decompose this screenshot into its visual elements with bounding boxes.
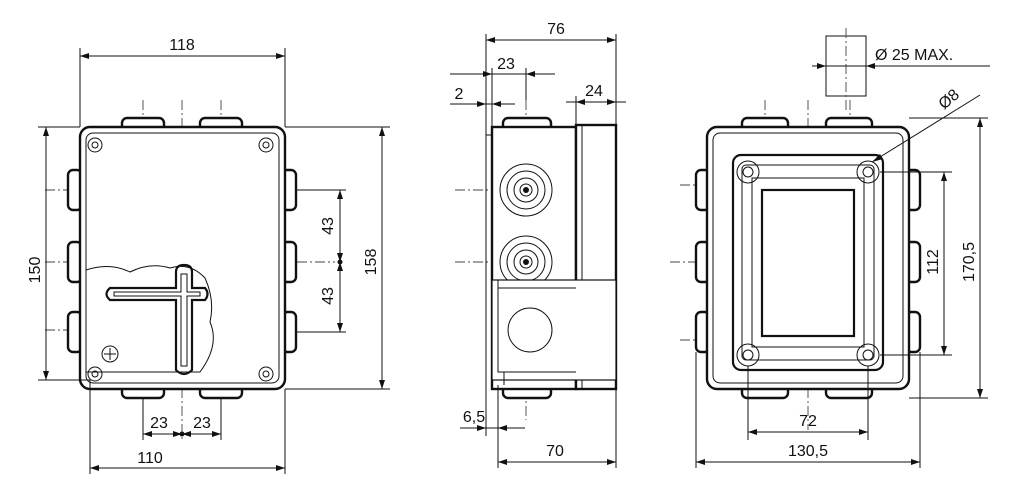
dim-front-height-outer: 158 bbox=[363, 249, 380, 276]
dim-entry-spacing-top: 43 bbox=[320, 217, 337, 235]
dim-base-width: 110 bbox=[137, 450, 163, 467]
dim-rear-height: 170,5 bbox=[961, 242, 978, 282]
dim-offset-6-5: 6,5 bbox=[463, 409, 485, 426]
dim-mount-horizontal: 72 bbox=[799, 413, 817, 430]
dim-cable-diameter: Ø 25 MAX. bbox=[875, 47, 953, 64]
dim-offset-23: 23 bbox=[497, 56, 515, 73]
dim-hole-diameter: Ø8 bbox=[936, 86, 963, 113]
dim-bottom-spacing-left: 23 bbox=[150, 415, 168, 432]
dim-base-depth: 70 bbox=[546, 443, 564, 460]
side-view: 76 23 2 24 6,5 70 bbox=[450, 21, 626, 468]
dim-front-width: 118 bbox=[169, 37, 195, 54]
dim-lid-24: 24 bbox=[585, 83, 603, 100]
front-view: 118 158 43 43 150 23 23 110 bbox=[27, 37, 390, 474]
dim-mount-vertical: 112 bbox=[925, 249, 942, 275]
rear-view: Ø 25 MAX. Ø8 112 bbox=[670, 28, 990, 468]
dim-offset-2: 2 bbox=[455, 86, 464, 103]
dim-front-height-inner: 150 bbox=[27, 257, 44, 284]
dim-rear-width: 130,5 bbox=[788, 443, 828, 460]
dim-depth: 76 bbox=[547, 21, 565, 38]
dim-entry-spacing-bottom: 43 bbox=[320, 287, 337, 305]
dim-bottom-spacing-right: 23 bbox=[193, 415, 211, 432]
